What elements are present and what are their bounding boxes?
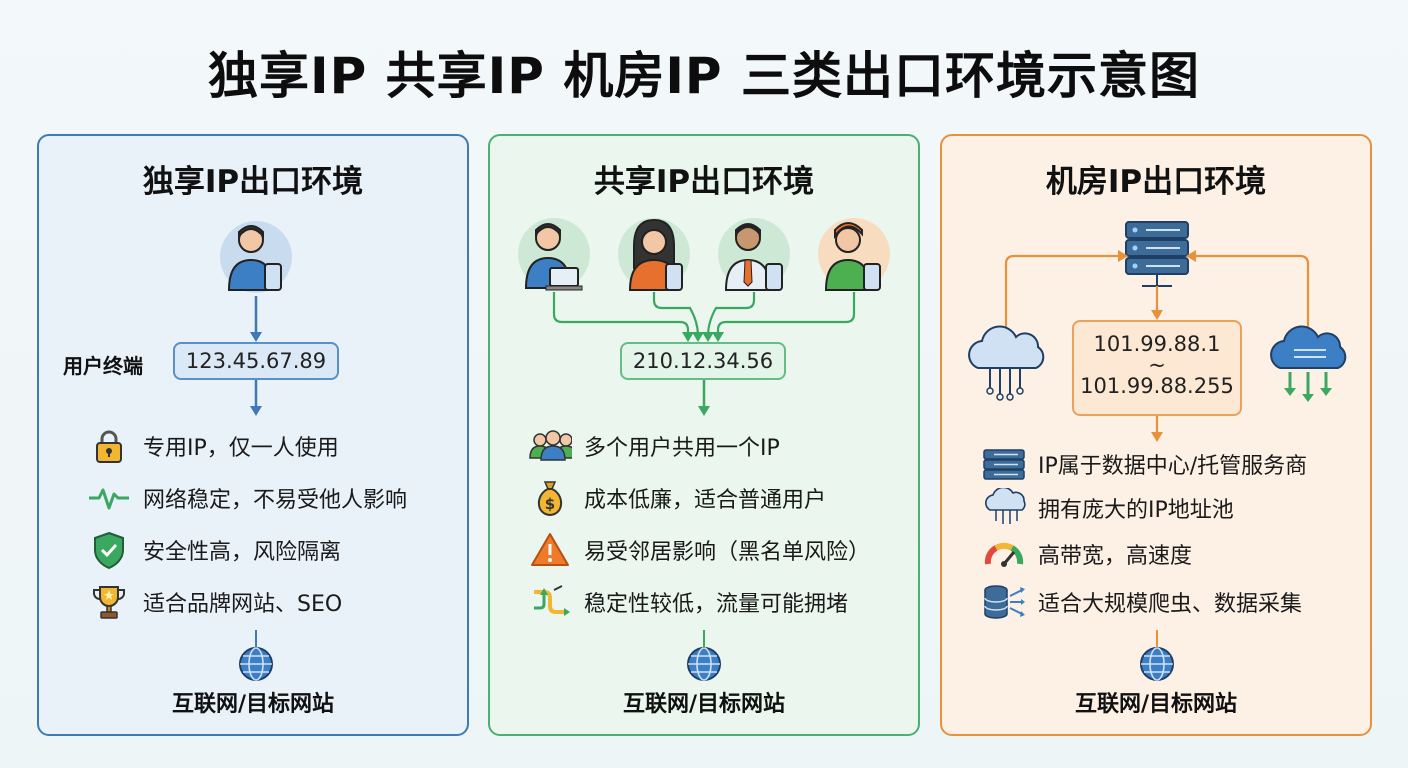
datacenter-flow-diagram [968, 221, 1347, 681]
destination-label: 互联网/目标网站 [622, 692, 786, 717]
feature-row: 拥有庞大的IP地址池 [982, 488, 1234, 528]
server-icon [1125, 221, 1189, 287]
panel-title: 独享IP出口环境 [142, 164, 364, 200]
speed-gauge-icon [982, 534, 1026, 574]
lock-icon [87, 426, 131, 466]
congestion-arrows-icon [528, 582, 572, 622]
panel-datacenter-ip: 机房IP出口环境 [940, 134, 1372, 736]
warning-icon [528, 530, 572, 570]
feature-row: 稳定性较低，流量可能拥堵 [528, 582, 848, 622]
feature-row: 易受邻居影响（黑名单风险） [528, 530, 870, 570]
globe-icon [1140, 647, 1174, 681]
user-woman-icon [618, 218, 690, 291]
page-title: 独享IP 共享IP 机房IP 三类出口环境示意图 [208, 47, 1200, 105]
ip-range-end: 101.99.88.255 [1080, 374, 1234, 398]
feature-row: 安全性高，风险隔离 [87, 530, 341, 570]
server-rack-icon [982, 444, 1026, 484]
svg-text:$: $ [545, 495, 555, 513]
ip-range-start: 101.99.88.1 [1093, 332, 1221, 356]
terminal-label: 用户终端 [63, 354, 143, 378]
user-phone-icon [227, 225, 282, 291]
shield-check-icon [87, 530, 131, 570]
user-tie-icon [718, 218, 790, 291]
globe-icon [239, 647, 273, 681]
feature-row: 网络稳定，不易受他人影响 [87, 478, 407, 518]
user-laptop-icon [518, 218, 590, 291]
dedicated-flow-diagram [220, 221, 292, 681]
trophy-icon [87, 582, 131, 622]
destination-label: 互联网/目标网站 [171, 692, 335, 717]
feature-row: 高带宽，高速度 [982, 534, 1192, 574]
user-phone-icon [818, 218, 890, 291]
cloud-pool-icon [982, 488, 1026, 528]
shared-flow-diagram [518, 218, 890, 681]
ip-address-box: 210.12.34.56 [620, 342, 786, 380]
panel-shared-ip: 共享IP出口环境 [488, 134, 920, 736]
money-bag-icon: $ [528, 478, 572, 518]
panel-title: 共享IP出口环境 [593, 164, 815, 200]
feature-row: 适合品牌网站、SEO [87, 582, 342, 622]
feature-row: 多个用户共用一个IP [528, 426, 780, 466]
ip-range-separator: ~ [1148, 353, 1166, 377]
feature-row: 适合大规模爬虫、数据采集 [982, 582, 1302, 622]
cloud-network-icon [968, 325, 1045, 401]
database-flow-icon [982, 582, 1026, 622]
destination-label: 互联网/目标网站 [1074, 692, 1238, 717]
feature-row: $ 成本低廉，适合普通用户 [528, 478, 826, 518]
panel-dedicated-ip: 独享IP出口环境 用户终端 123.45.67.89 专用IP， [37, 134, 469, 736]
panel-title: 机房IP出口环境 [1045, 164, 1267, 200]
ip-address-box: 123.45.67.89 [173, 342, 339, 380]
feature-row: 专用IP，仅一人使用 [87, 426, 339, 466]
ip-range-box: 101.99.88.1 ~ 101.99.88.255 [1072, 320, 1242, 416]
cloud-download-icon [1270, 325, 1347, 402]
pulse-icon [87, 478, 131, 518]
globe-icon [687, 647, 721, 681]
feature-row: IP属于数据中心/托管服务商 [982, 444, 1307, 484]
users-group-icon [528, 426, 572, 466]
